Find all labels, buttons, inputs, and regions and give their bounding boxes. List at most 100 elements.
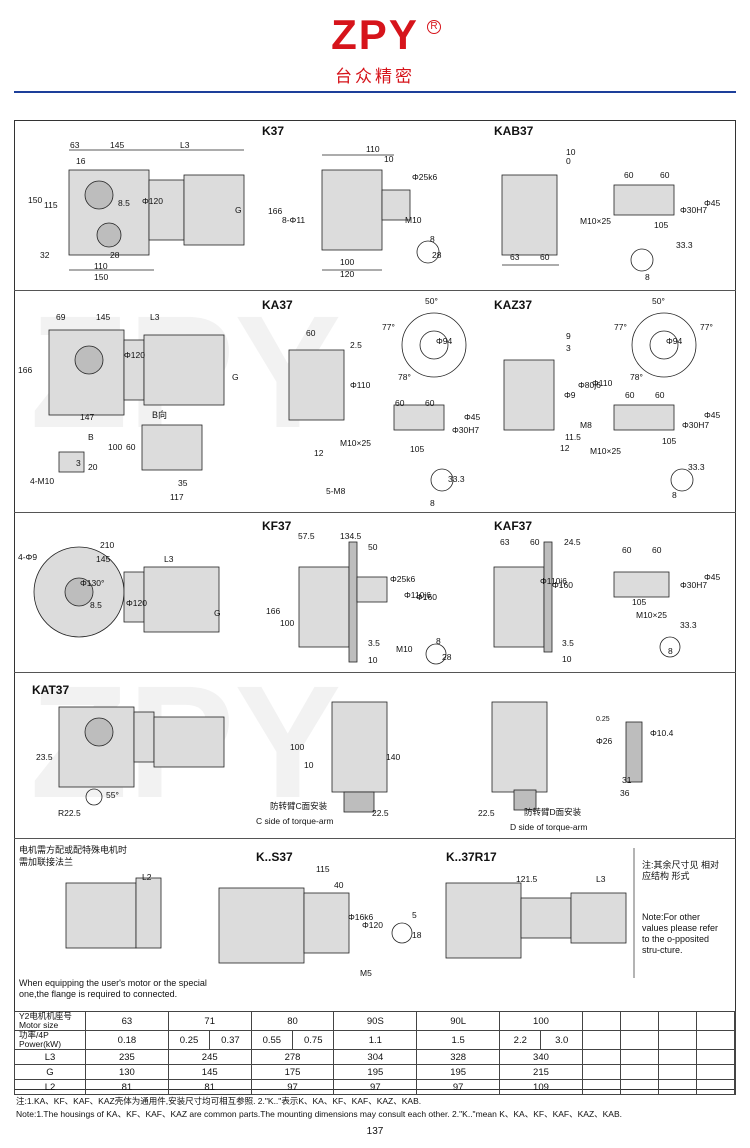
- dim-label: 120: [340, 269, 355, 279]
- dim-label: Φ45: [704, 198, 721, 208]
- side-note-en: Note:For other values please refer to th…: [642, 912, 719, 955]
- dim-label: Φ120: [126, 598, 147, 608]
- dim-label: 105: [632, 597, 647, 607]
- dim-label: 166: [18, 365, 33, 375]
- brand-logo: ZPY: [331, 11, 419, 58]
- spec-table: Y2电机机座号 Motor size 63 71 80 90S 90L 100 …: [14, 1011, 737, 1095]
- dim-label: 3: [76, 458, 81, 468]
- dim-label: 11.5: [565, 432, 581, 442]
- dim-label: 100: [108, 442, 123, 452]
- table-cell: 1.1: [333, 1030, 418, 1050]
- dim-label: Φ80j6: [578, 380, 601, 390]
- motor-note-cn-1: 电机需方配或配特殊电机时: [19, 845, 128, 855]
- dim-label: 8: [645, 272, 650, 282]
- table-cell: 1.5: [416, 1030, 501, 1050]
- footnote-cn: 注:1.KA、KF、KAF、KAZ壳体为通用件,安装尺寸均可相互参照. 2."K…: [16, 1096, 422, 1106]
- dim-label: Φ30H7: [680, 580, 708, 590]
- dim-label: 50°: [652, 296, 665, 306]
- table-cell: 109: [499, 1079, 583, 1095]
- dim-label: 8.5: [118, 198, 130, 208]
- dim-label: 60: [625, 390, 635, 400]
- dim-label: 24.5: [564, 537, 581, 547]
- dim-label: 18: [412, 930, 422, 940]
- dim-label: 145: [96, 554, 111, 564]
- dim-label: M8: [580, 420, 592, 430]
- dim-label: 100: [280, 618, 295, 628]
- kat37-row-drawing: [58, 701, 643, 813]
- dim-label: Φ110: [350, 380, 371, 390]
- dim-label: Φ110j6: [404, 590, 431, 600]
- dim-label: 166: [266, 606, 281, 616]
- dim-label: Φ26: [596, 736, 613, 746]
- dim-label: 10: [304, 760, 314, 770]
- table-header-cell: L2: [14, 1079, 86, 1095]
- dim-label: 33.3: [676, 240, 693, 250]
- dim-label: M10: [396, 644, 413, 654]
- brand-header: ZPY R 台众精密: [0, 0, 750, 92]
- dim-label: G: [232, 372, 239, 382]
- b-view-label: B向: [152, 410, 168, 420]
- dim-label: 63: [70, 140, 80, 150]
- dim-label: L3: [150, 312, 160, 322]
- dim-label: 100: [290, 742, 305, 752]
- row-divider: [14, 672, 736, 673]
- registered-mark: R: [427, 20, 441, 34]
- dim-label: 140: [386, 752, 401, 762]
- b-mark-label: B: [88, 432, 94, 442]
- dim-label: 23.5: [36, 752, 53, 762]
- table-cell: 97: [250, 1079, 335, 1095]
- dim-label: Φ160: [552, 580, 573, 590]
- dim-label: Φ25k6: [390, 574, 416, 584]
- dim-label: 60: [530, 537, 540, 547]
- table-cell: 97: [416, 1079, 501, 1095]
- dim-label: 31: [622, 775, 632, 785]
- dim-label: 50: [368, 542, 378, 552]
- motor-note-en-2: one,the flange is required to connected.: [19, 989, 178, 999]
- dim-label: Φ120: [124, 350, 145, 360]
- dim-label: 3.5: [562, 638, 574, 648]
- dim-label: 32: [40, 250, 50, 260]
- table-cell: 215: [499, 1064, 583, 1080]
- row-divider: [14, 838, 736, 839]
- dim-label: 50°: [425, 296, 438, 306]
- dim-label: 60: [540, 252, 550, 262]
- kf37-row-drawing: [33, 541, 681, 665]
- dim-label: Φ130°: [80, 578, 105, 588]
- dim-label: G: [235, 205, 242, 215]
- table-cell: 195: [416, 1064, 501, 1080]
- dim-label: 105: [410, 444, 425, 454]
- model-title-kab37: KAB37: [494, 124, 534, 138]
- dim-label: 8: [430, 498, 435, 508]
- dim-label: 60: [622, 545, 632, 555]
- table-header-cell: L3: [14, 1049, 86, 1065]
- dim-label: 8: [430, 234, 435, 244]
- table-cell: 80: [250, 1011, 335, 1031]
- dim-label: 60: [655, 390, 665, 400]
- dim-label: 121.5: [516, 874, 538, 884]
- dim-label: 20: [88, 462, 98, 472]
- dim-label: 8: [672, 490, 677, 500]
- dim-label: 10: [562, 654, 572, 664]
- dim-label: Φ110j6: [540, 576, 567, 586]
- dim-label: 8.5: [90, 600, 102, 610]
- dim-label: M10×25: [636, 610, 667, 620]
- model-title-kr17: K..37R17: [446, 850, 497, 864]
- dim-label: Φ16k6: [348, 912, 374, 922]
- dim-label: Φ10.4: [650, 728, 674, 738]
- table-cell: 71: [167, 1011, 252, 1031]
- dim-label: 55°: [106, 790, 119, 800]
- table-row: 功率/4P Power(kW) 0.18 0.25 0.37 0.55 0.75…: [14, 1030, 737, 1050]
- dim-label: 28: [432, 250, 442, 260]
- table-cell: 328: [416, 1049, 501, 1065]
- dim-label: 166: [268, 206, 283, 216]
- model-title-k37: K37: [262, 124, 285, 138]
- dim-label: 3.5: [368, 638, 380, 648]
- dim-label: M10: [405, 215, 422, 225]
- row-divider: [14, 290, 736, 291]
- dim-label: Φ120: [142, 196, 163, 206]
- table-cell: 130: [85, 1064, 169, 1080]
- table-cell: 304: [333, 1049, 418, 1065]
- dim-label: 4-Φ9: [18, 552, 38, 562]
- table-cell: 195: [333, 1064, 418, 1080]
- dim-label: 0.25: [596, 716, 610, 723]
